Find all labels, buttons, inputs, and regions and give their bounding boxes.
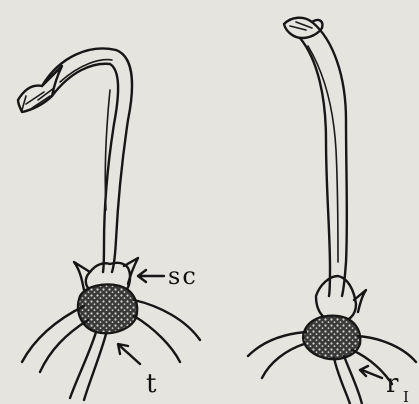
left-root-right-b	[134, 316, 180, 362]
label-t: t	[146, 369, 157, 399]
left-shoot-midrib	[60, 60, 112, 210]
left-lower-arrow	[118, 344, 140, 364]
right-seed	[303, 316, 360, 360]
left-shoot-inner	[52, 64, 118, 272]
left-shoot-tip	[18, 66, 62, 112]
left-upper-arrow	[138, 270, 164, 282]
left-seedling	[18, 49, 200, 401]
right-shoot-inner	[300, 38, 330, 296]
left-seed	[78, 284, 137, 333]
label-r: r	[386, 369, 399, 399]
left-root-right-a	[134, 300, 200, 340]
left-root-down-a	[70, 332, 96, 398]
label-r-subscript: I	[403, 388, 409, 404]
right-shoot-midrib	[308, 46, 338, 262]
right-root-left-b	[262, 344, 304, 378]
left-root-left-b	[40, 320, 88, 372]
left-root-down-b	[84, 334, 106, 400]
right-root-left-a	[248, 332, 306, 356]
left-root-left-a	[22, 306, 84, 362]
right-seedling	[248, 18, 416, 404]
label-sc: sc	[168, 262, 198, 290]
right-tip-veins	[290, 22, 312, 30]
